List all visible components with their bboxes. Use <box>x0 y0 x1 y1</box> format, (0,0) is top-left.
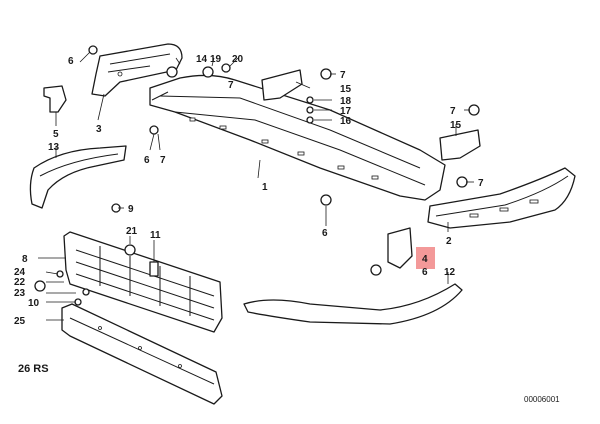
label-3: 3 <box>96 124 102 135</box>
lower-valance[interactable] <box>61 303 223 405</box>
label-15b: 15 <box>450 120 462 131</box>
trim-strip-12[interactable] <box>243 283 463 325</box>
label-20: 20 <box>232 54 244 65</box>
end-cap-left[interactable] <box>29 145 127 209</box>
label-25: 25 <box>14 316 26 327</box>
label-6b: 6 <box>144 155 150 166</box>
diagram-code: 00006001 <box>524 395 560 404</box>
bracket-15-upper[interactable] <box>261 69 303 101</box>
label-9: 9 <box>128 204 134 215</box>
label-19: 19 <box>210 54 222 65</box>
clip-11[interactable] <box>149 261 159 277</box>
label-7d: 7 <box>478 178 484 189</box>
highlight-box-part-4[interactable] <box>416 247 435 269</box>
label-18: 18 <box>340 96 352 107</box>
callouts: 1 2 3 4 5 6 6 6 6 7 7 7 7 7 8 9 10 11 12… <box>14 54 484 327</box>
label-23: 23 <box>14 288 26 299</box>
label-16: 16 <box>340 116 352 127</box>
bumper-beam[interactable] <box>149 74 446 201</box>
label-15a: 15 <box>340 84 352 95</box>
label-21: 21 <box>126 226 138 237</box>
bracket-4[interactable] <box>387 227 413 269</box>
end-cap-right[interactable] <box>427 167 576 229</box>
label-7c: 7 <box>450 106 456 117</box>
clip-5[interactable] <box>43 85 67 113</box>
label-17: 17 <box>340 106 352 117</box>
leader-lines <box>38 51 474 321</box>
variant-label: 26 RS <box>18 363 49 375</box>
label-2: 2 <box>446 236 452 247</box>
fasteners <box>34 45 480 306</box>
label-6a: 6 <box>68 56 74 67</box>
label-14: 14 <box>196 54 208 65</box>
label-7a: 7 <box>160 155 166 166</box>
label-6d: 6 <box>422 267 428 278</box>
label-10: 10 <box>28 298 40 309</box>
label-22: 22 <box>14 277 26 288</box>
label-12: 12 <box>444 267 456 278</box>
label-7b: 7 <box>340 70 346 81</box>
label-11: 11 <box>150 230 161 241</box>
bracket-left[interactable] <box>91 43 183 97</box>
label-4: 4 <box>422 254 428 265</box>
label-8: 8 <box>22 254 28 265</box>
label-7e: 7 <box>228 80 234 91</box>
label-5: 5 <box>53 129 59 140</box>
bracket-15-lower[interactable] <box>439 129 481 161</box>
label-13: 13 <box>48 142 60 153</box>
label-6c: 6 <box>322 228 328 239</box>
grille-panel[interactable] <box>63 231 223 333</box>
label-1: 1 <box>262 182 268 193</box>
label-24: 24 <box>14 267 26 278</box>
